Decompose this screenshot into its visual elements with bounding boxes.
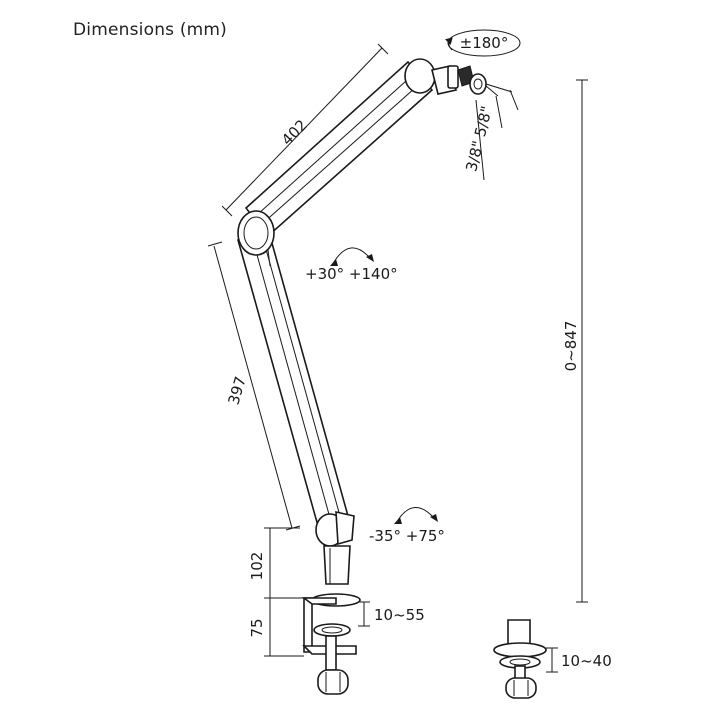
clamp-height-label: 75	[248, 618, 266, 637]
rotation-label: ±180°	[460, 34, 509, 52]
clamp-range-main-label: 10~55	[374, 606, 425, 624]
clamp-range-small-label: 10~40	[561, 652, 612, 670]
upper-arm-length-label: 402	[278, 116, 311, 149]
height-range-dimension: 0~847	[562, 79, 588, 603]
clamp-range-main: 10~55	[358, 601, 425, 627]
pole-height-label: 102	[248, 552, 266, 581]
elbow-angle-indicator: +30° +140°	[305, 247, 398, 283]
diagram-title: Dimensions (mm)	[73, 20, 228, 40]
small-clamp-detail	[493, 619, 547, 699]
desk-clamp	[301, 593, 361, 695]
clamp-height-dimension: 75	[248, 597, 304, 657]
clamp-range-small: 10~40	[546, 647, 612, 673]
head-joint	[404, 58, 513, 97]
base-angle-label: -35° +75°	[369, 527, 445, 545]
upper-arm	[244, 60, 434, 238]
elbow-joint	[237, 210, 275, 256]
thread-size-label: 3/8" 5/8"	[462, 104, 496, 173]
lower-arm-length-label: 397	[225, 374, 250, 406]
thread-dimension: 3/8" 5/8"	[462, 89, 519, 181]
base-joint	[315, 510, 355, 585]
lower-arm-dimension: 397	[207, 241, 301, 531]
pole-height-dimension: 102	[248, 527, 300, 598]
base-angle-indicator: -35° +75°	[369, 507, 445, 545]
elbow-angle-label: +30° +140°	[305, 265, 398, 283]
height-range-label: 0~847	[562, 321, 580, 372]
rotation-badge: ±180°	[444, 29, 521, 57]
